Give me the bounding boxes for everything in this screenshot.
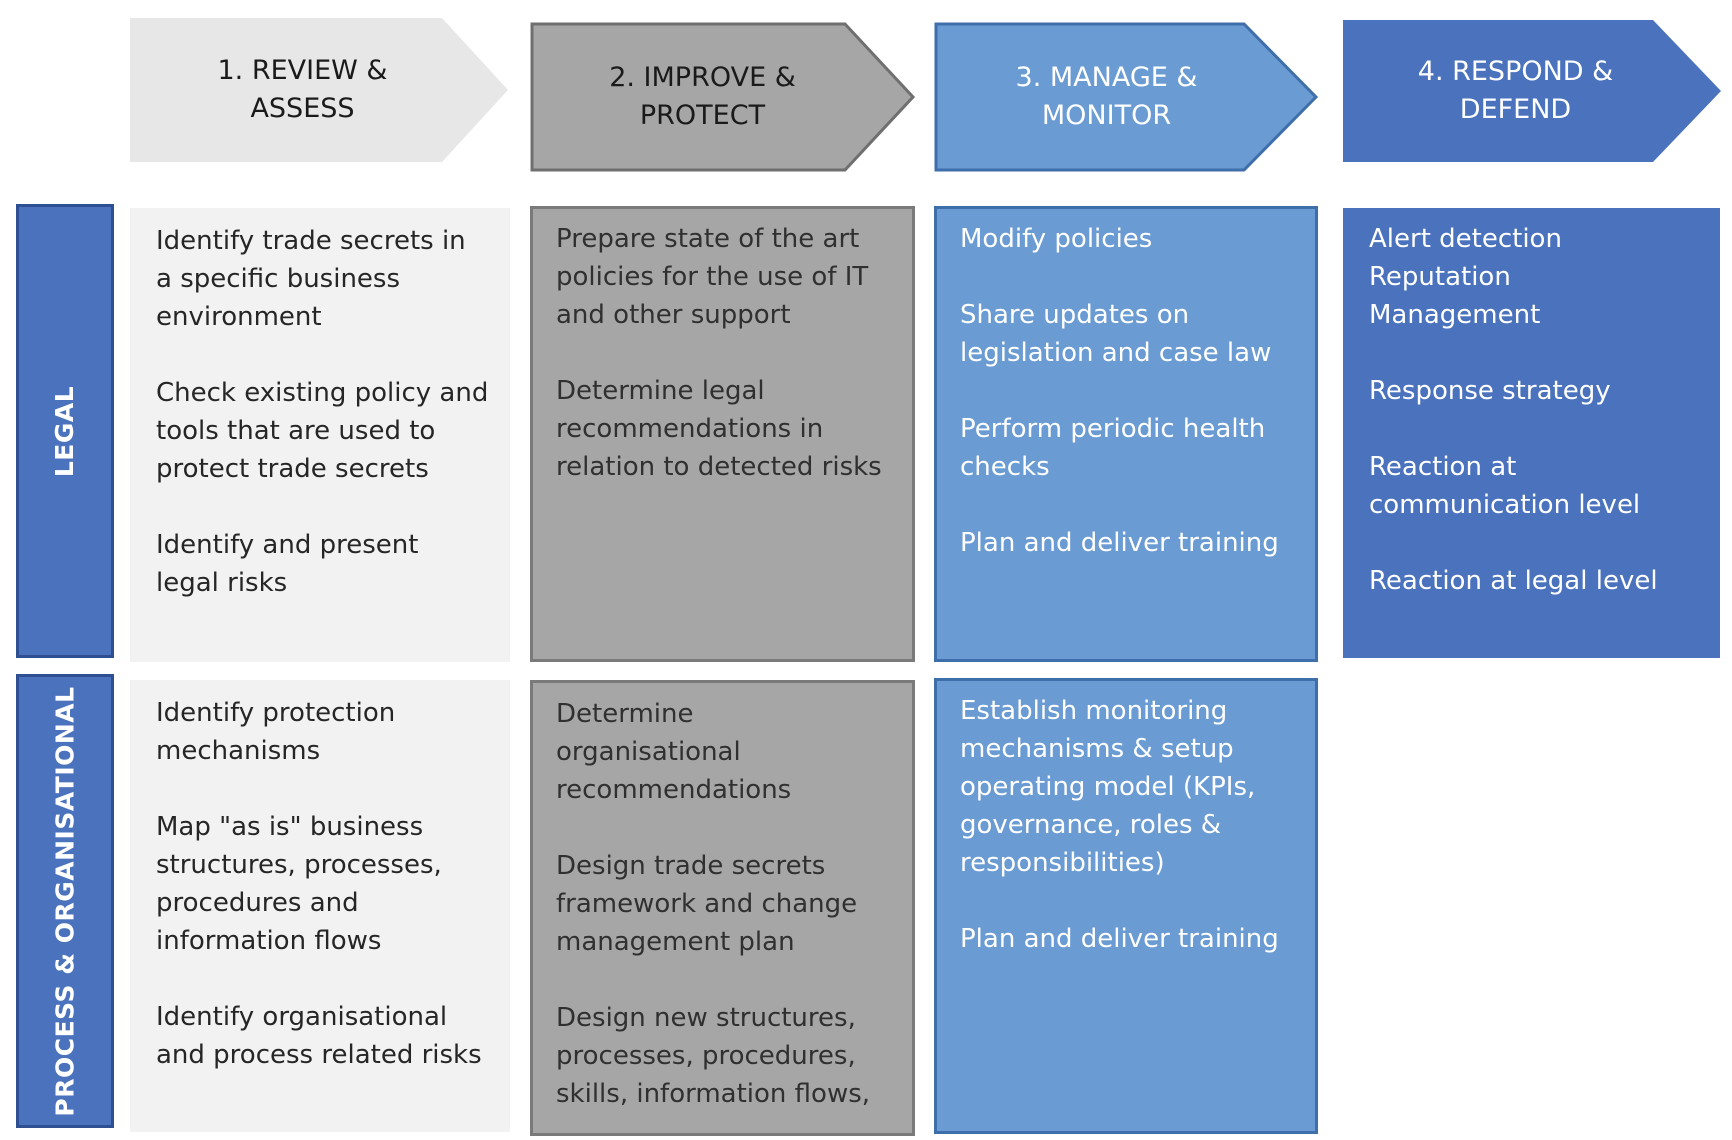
list-item: Map "as is" business structures, process… <box>156 812 442 956</box>
cell-process-review: Identify protection mechanisms Map "as i… <box>130 680 510 1132</box>
cell-legal-improve: Prepare state of the art policies for th… <box>530 206 915 662</box>
row-label-process: PROCESS & ORGANISATIONAL <box>16 674 114 1128</box>
list-item: Design trade secrets framework and chang… <box>556 851 858 957</box>
list-item: Check existing policy and tools that are… <box>156 378 489 484</box>
list-item: Plan and deliver training <box>960 924 1279 954</box>
list-item: Alert detection Reputation Management <box>1369 224 1562 330</box>
phase-label-respond: 4. RESPOND & DEFEND <box>1417 56 1614 125</box>
row-label-legal: LEGAL <box>16 204 114 658</box>
cell-process-manage: Establish monitoring mechanisms & setup … <box>934 678 1318 1134</box>
cell-legal-review: Identify trade secrets in a specific bus… <box>130 208 510 662</box>
list-item: Perform periodic health checks <box>960 414 1266 482</box>
list-item: Design new structures, processes, proced… <box>556 1003 871 1109</box>
list-item: Response strategy <box>1369 376 1611 406</box>
list-item: Determine organisational recommendations <box>556 699 792 805</box>
cell-legal-respond: Alert detection Reputation Management Re… <box>1343 208 1720 658</box>
list-item: Prepare state of the art policies for th… <box>556 224 869 330</box>
list-item: Share updates on legislation and case la… <box>960 300 1272 368</box>
row-label-process-text: PROCESS & ORGANISATIONAL <box>50 685 80 1117</box>
list-item: Reaction at communication level <box>1369 452 1641 520</box>
phase-label-review: 1. REVIEW & ASSESS <box>217 55 388 124</box>
list-item: Identify and present legal risks <box>156 530 419 598</box>
list-item: Identify organisational and process rela… <box>156 1002 482 1070</box>
row-label-legal-text: LEGAL <box>50 385 80 477</box>
list-item: Determine legal recommendations in relat… <box>556 376 882 482</box>
list-item: Identify protection mechanisms <box>156 698 396 766</box>
cell-legal-manage: Modify policies Share updates on legisla… <box>934 206 1318 662</box>
phase-arrow-review <box>130 18 508 162</box>
list-item: Establish monitoring mechanisms & setup … <box>960 696 1256 878</box>
phase-label-improve: 2. IMPROVE & PROTECT <box>609 62 796 131</box>
cell-process-improve: Determine organisational recommendations… <box>530 680 915 1136</box>
phase-arrow-manage <box>934 22 1319 172</box>
phase-arrow-improve <box>530 22 916 172</box>
phase-label-manage: 3. MANAGE & MONITOR <box>1015 62 1198 131</box>
list-item: Identify trade secrets in a specific bus… <box>156 226 466 332</box>
list-item: Reaction at legal level <box>1369 566 1658 596</box>
list-item: Modify policies <box>960 224 1153 254</box>
phase-arrow-respond <box>1343 20 1721 162</box>
list-item: Plan and deliver training <box>960 528 1279 558</box>
